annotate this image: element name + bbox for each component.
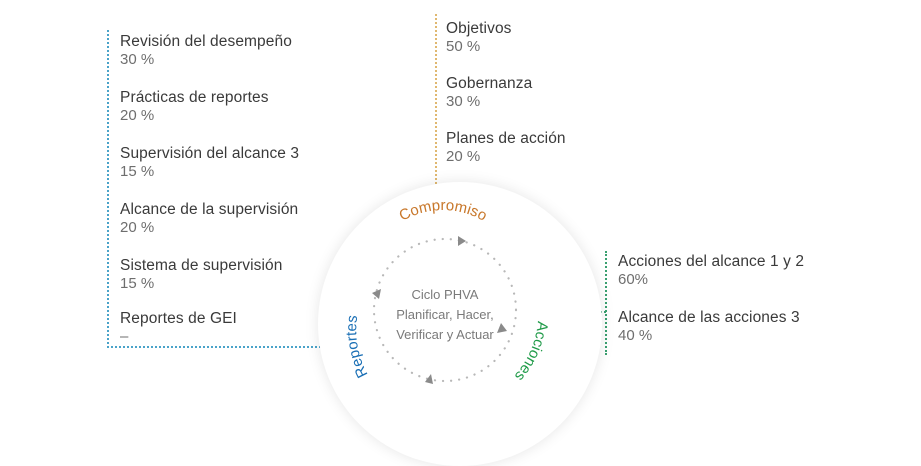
cycle-subtitle-2: Verificar y Actuar [396, 327, 494, 342]
item-value: 20 % [120, 219, 155, 236]
list-item: Sistema de supervisión 15 % [120, 257, 299, 310]
segment-compromiso: Compromiso [396, 197, 489, 225]
arrow-top-icon [458, 236, 466, 246]
acciones-connector-vertical [605, 251, 607, 355]
cycle-title: Ciclo PHVA [411, 287, 479, 302]
item-value: 20 % [446, 148, 481, 165]
item-label: Acciones del alcance 1 y 2 [618, 253, 805, 270]
cycle-subtitle-1: Planificar, Hacer, [396, 307, 494, 322]
list-item: Revisión del desempeño 30 % [120, 33, 299, 89]
item-label: Reportes de GEI [120, 310, 237, 327]
item-label: Planes de acción [446, 130, 566, 147]
item-value: 30 % [120, 51, 155, 68]
cycle-ring [372, 237, 518, 383]
arrow-bottom-icon [425, 374, 433, 384]
item-label: Objetivos [446, 20, 512, 37]
segment-reportes: Reportes [343, 314, 371, 380]
list-item: Alcance de las acciones 3 40 % [618, 309, 804, 345]
list-item: Supervisión del alcance 3 15 % [120, 145, 299, 201]
list-item: Objetivos 50 % [446, 20, 566, 75]
reportes-connector-horizontal [107, 346, 325, 348]
list-item: Alcance de la supervisión 20 % [120, 201, 299, 257]
list-item: Reportes de GEI – [120, 310, 299, 346]
item-value: 40 % [618, 327, 653, 344]
item-label: Gobernanza [446, 75, 533, 92]
compromiso-items: Objetivos 50 % Gobernanza 30 % Planes de… [446, 20, 566, 166]
cycle-center-text: Ciclo PHVA Planificar, Hacer, Verificar … [378, 285, 512, 345]
item-value: – [120, 328, 129, 345]
arrow-left-icon [372, 289, 381, 299]
item-label: Alcance de las acciones 3 [618, 309, 800, 326]
segment-acciones: Acciones [511, 320, 551, 384]
item-value: 20 % [120, 107, 155, 124]
item-label: Prácticas de reportes [120, 89, 269, 106]
item-label: Alcance de la supervisión [120, 201, 299, 218]
item-label: Revisión del desempeño [120, 33, 292, 50]
list-item: Planes de acción 20 % [446, 130, 566, 166]
reportes-items: Revisión del desempeño 30 % Prácticas de… [120, 33, 299, 346]
item-value: 60% [618, 271, 649, 288]
item-value: 15 % [120, 275, 155, 292]
item-value: 50 % [446, 38, 481, 55]
item-value: 30 % [446, 93, 481, 110]
item-label: Supervisión del alcance 3 [120, 145, 300, 162]
phva-cycle-diagram: Compromiso Acciones Reportes [343, 197, 551, 384]
list-item: Gobernanza 30 % [446, 75, 566, 130]
arrow-right-icon [497, 323, 507, 333]
acciones-items: Acciones del alcance 1 y 2 60% Alcance d… [618, 253, 804, 345]
item-value: 15 % [120, 163, 155, 180]
compromiso-connector-vertical [435, 14, 437, 184]
list-item: Prácticas de reportes 20 % [120, 89, 299, 145]
reportes-connector-vertical [107, 30, 109, 348]
item-label: Sistema de supervisión [120, 257, 283, 274]
list-item: Acciones del alcance 1 y 2 60% [618, 253, 804, 309]
